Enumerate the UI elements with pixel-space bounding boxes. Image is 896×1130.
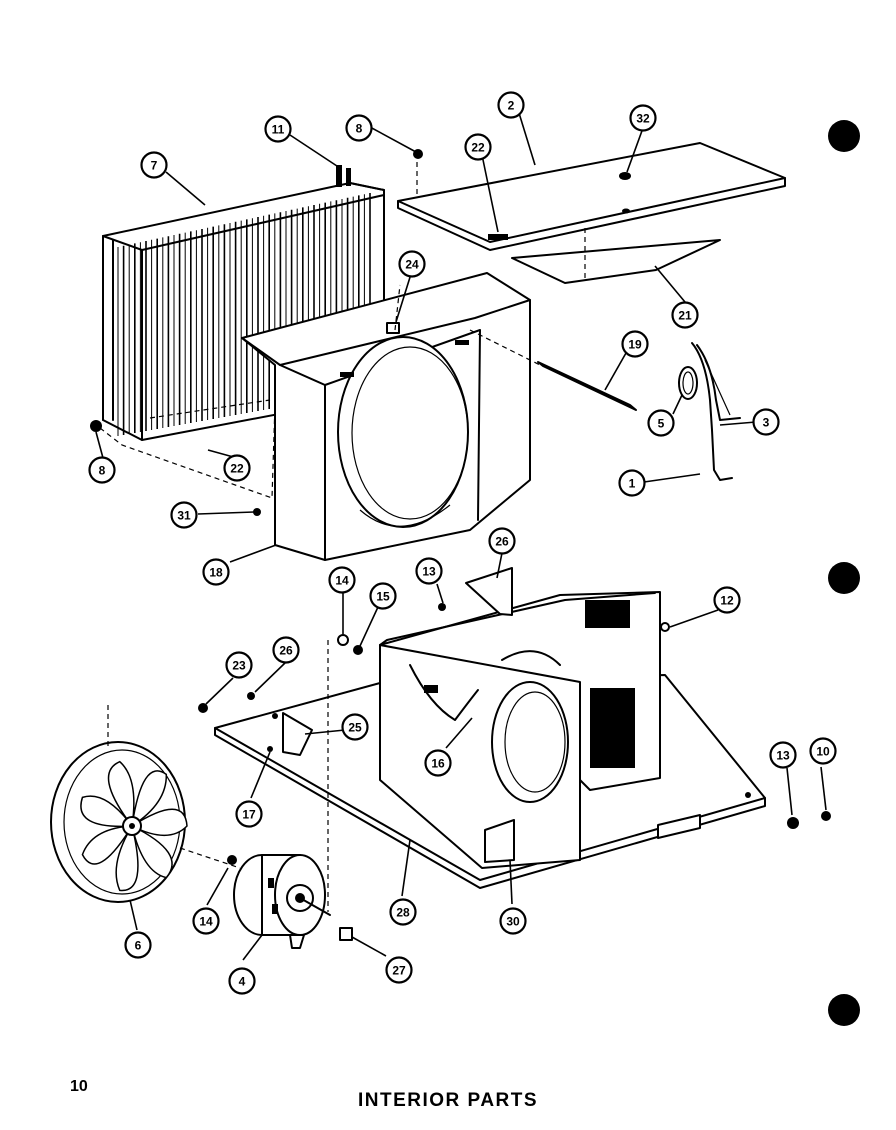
- callout-number: 25: [348, 721, 362, 735]
- fan-motor: [233, 854, 331, 949]
- callout-c3: 3: [752, 408, 780, 436]
- callout-c19: 19: [621, 330, 649, 358]
- callout-number: 3: [763, 416, 770, 430]
- binder-hole-middle: [828, 562, 860, 594]
- callout-number: 10: [816, 745, 830, 759]
- callout-c30: 30: [499, 907, 527, 935]
- motor-clip: [339, 927, 353, 941]
- callout-c6: 6: [124, 931, 152, 959]
- callout-c1: 1: [618, 469, 646, 497]
- callout-c18: 18: [202, 558, 230, 586]
- callout-number: 30: [506, 915, 520, 929]
- blower-scroll-housing: [241, 272, 531, 561]
- callout-c13b: 13: [769, 741, 797, 769]
- callout-number: 27: [392, 964, 406, 978]
- callout-labels: 1234567881011121313141415161718192122222…: [88, 91, 837, 995]
- callout-c32: 32: [629, 104, 657, 132]
- binder-hole-top: [828, 120, 860, 152]
- callout-c10: 10: [809, 737, 837, 765]
- insulation-pad: [511, 228, 721, 284]
- callout-number: 22: [230, 462, 244, 476]
- callout-number: 2: [508, 99, 515, 113]
- callout-c21: 21: [671, 301, 699, 329]
- callout-c13a: 13: [415, 557, 443, 585]
- callout-c5: 5: [647, 409, 675, 437]
- callout-number: 26: [279, 644, 293, 658]
- callout-number: 22: [471, 141, 485, 155]
- callout-c22a: 22: [464, 133, 492, 161]
- callout-c17: 17: [235, 800, 263, 828]
- page-title: INTERIOR PARTS: [358, 1090, 539, 1111]
- callout-number: 7: [151, 159, 158, 173]
- callout-number: 13: [422, 565, 436, 579]
- callout-number: 31: [177, 509, 191, 523]
- callout-number: 8: [99, 464, 106, 478]
- callout-number: 32: [636, 112, 650, 126]
- callout-c12: 12: [713, 586, 741, 614]
- blower-wheel-housing: [379, 591, 661, 869]
- binder-hole-bottom: [828, 994, 860, 1026]
- callout-c15: 15: [369, 582, 397, 610]
- rod-bracket: [469, 329, 637, 411]
- fan-blade: [50, 741, 188, 903]
- callout-c26b: 26: [272, 636, 300, 664]
- callout-number: 14: [199, 915, 213, 929]
- callout-c4: 4: [228, 967, 256, 995]
- callout-number: 6: [135, 939, 142, 953]
- callout-c14a: 14: [328, 566, 356, 594]
- callout-c8b: 8: [88, 456, 116, 484]
- callout-number: 11: [272, 123, 285, 137]
- callout-number: 23: [232, 659, 246, 673]
- page-number: 10: [70, 1078, 88, 1095]
- callout-c27: 27: [385, 956, 413, 984]
- callout-number: 4: [239, 975, 246, 989]
- callout-number: 18: [209, 566, 223, 580]
- callout-number: 1: [629, 477, 636, 491]
- callout-number: 28: [396, 906, 410, 920]
- callout-c11: 11: [264, 115, 292, 143]
- callout-number: 21: [678, 309, 692, 323]
- callout-number: 8: [356, 122, 363, 136]
- callout-number: 26: [495, 535, 509, 549]
- callout-number: 19: [628, 338, 642, 352]
- callout-number: 5: [658, 417, 665, 431]
- callout-c28: 28: [389, 898, 417, 926]
- callout-number: 16: [431, 757, 445, 771]
- callout-c31: 31: [170, 501, 198, 529]
- callout-c8a: 8: [345, 114, 373, 142]
- callout-number: 17: [242, 808, 256, 822]
- callout-c23: 23: [225, 651, 253, 679]
- callout-c22b: 22: [223, 454, 251, 482]
- callout-number: 13: [776, 749, 790, 763]
- thermostat-sensor-assembly: [678, 342, 741, 481]
- callout-number: 14: [335, 574, 349, 588]
- callout-c2: 2: [497, 91, 525, 119]
- callout-c16: 16: [424, 749, 452, 777]
- callout-number: 15: [376, 590, 390, 604]
- callout-number: 12: [720, 594, 734, 608]
- callout-c25: 25: [341, 713, 369, 741]
- callout-c14b: 14: [192, 907, 220, 935]
- top-cover-plate: [397, 142, 786, 251]
- callout-c26a: 26: [488, 527, 516, 555]
- leader-lines: [95, 112, 827, 961]
- callout-c24: 24: [398, 250, 426, 278]
- callout-c7: 7: [140, 151, 168, 179]
- callout-number: 24: [405, 258, 419, 272]
